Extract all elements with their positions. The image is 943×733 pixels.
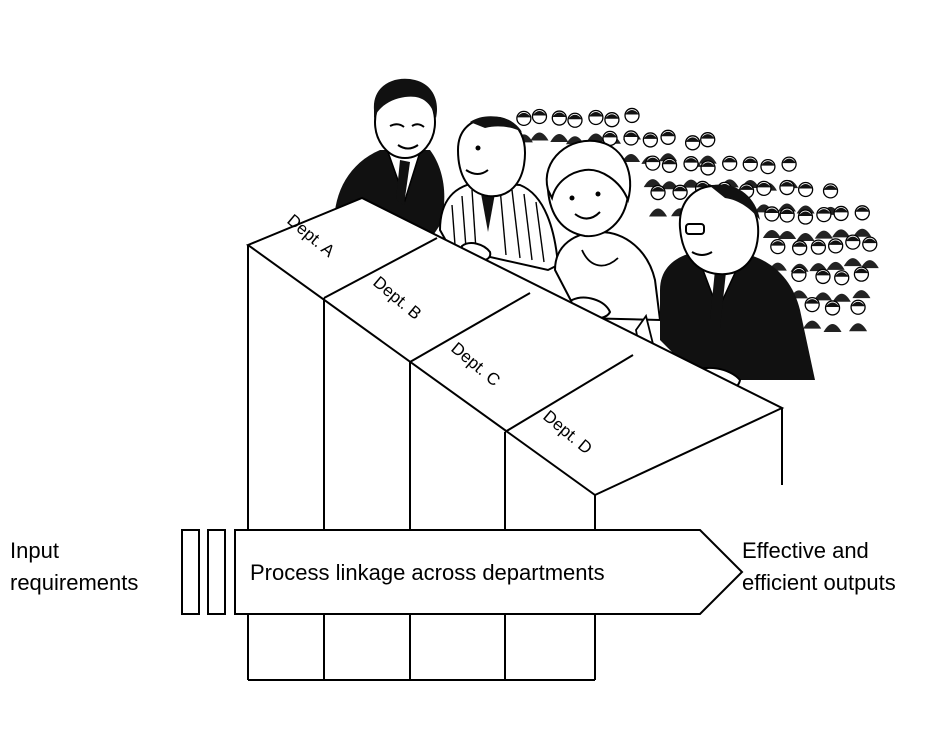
output-label-line1: Effective and xyxy=(742,538,869,563)
person-c-illustration xyxy=(545,139,662,354)
input-label-line1: Input xyxy=(10,538,59,563)
process-linkage-label: Process linkage across departments xyxy=(250,560,605,585)
input-label-line2: requirements xyxy=(10,570,138,595)
department-lectern xyxy=(245,196,785,681)
input-bars xyxy=(181,529,226,615)
output-label-line2: efficient outputs xyxy=(742,570,896,595)
process-arrow xyxy=(234,529,744,615)
person-b-illustration xyxy=(438,116,560,272)
